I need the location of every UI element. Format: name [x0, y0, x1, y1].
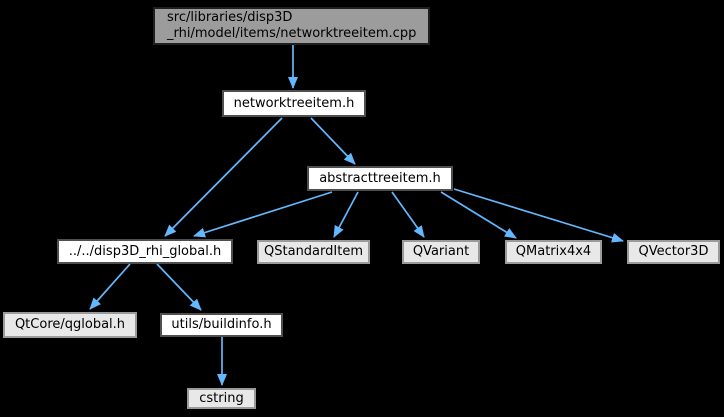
- node-qmatrix4x4: QMatrix4x4: [505, 240, 602, 264]
- edge-abstracttreeitem-h-to-disp3d-rhi-global-h: [193, 191, 333, 238]
- node-cstring: cstring: [187, 388, 256, 409]
- node-utils-buildinfo-h[interactable]: utils/buildinfo.h: [160, 313, 283, 337]
- node-label: networktreeitem.h: [233, 95, 355, 111]
- node-qstandarditem: QStandardItem: [257, 240, 370, 264]
- node-label: QVector3D: [638, 244, 709, 259]
- node-label: ../../disp3D_rhi_global.h: [68, 243, 222, 259]
- node-label: abstracttreeitem.h: [319, 170, 441, 186]
- edge-disp3d-rhi-global-h-to-utils-buildinfo-h: [156, 263, 202, 311]
- node-disp3d-rhi-global-h[interactable]: ../../disp3D_rhi_global.h: [57, 239, 233, 264]
- node-label: utils/buildinfo.h: [171, 317, 272, 332]
- node-qvariant: QVariant: [402, 240, 480, 264]
- node-label: cstring: [199, 390, 244, 406]
- edge-abstracttreeitem-h-to-qvariant: [391, 191, 425, 238]
- edge-disp3d-rhi-global-h-to-qtcore-qglobal-h: [89, 263, 131, 310]
- node-label: QtCore/qglobal.h: [14, 317, 126, 332]
- node-abstracttreeitem-h[interactable]: abstracttreeitem.h: [307, 166, 453, 191]
- node-qtcore-qglobal-h: QtCore/qglobal.h: [3, 312, 137, 338]
- edge-networktreeitem-h-to-abstracttreeitem-h: [310, 117, 356, 165]
- node-label: src/libraries/disp3D _rhi/model/items/ne…: [167, 10, 417, 41]
- node-label: QMatrix4x4: [515, 244, 592, 259]
- node-label: QVariant: [412, 244, 470, 259]
- node-networktreeitem-cpp: src/libraries/disp3D _rhi/model/items/ne…: [153, 7, 430, 45]
- node-qvector3d: QVector3D: [627, 240, 720, 264]
- edge-abstracttreeitem-h-to-qmatrix4x4: [440, 191, 517, 239]
- node-label: QStandardItem: [264, 244, 363, 259]
- node-networktreeitem-h[interactable]: networktreeitem.h: [222, 90, 366, 117]
- edge-abstracttreeitem-h-to-qstandarditem: [333, 191, 359, 238]
- edge-abstracttreeitem-h-to-qvector3d: [453, 188, 624, 243]
- edge-networktreeitem-h-to-disp3d-rhi-global-h: [164, 117, 283, 237]
